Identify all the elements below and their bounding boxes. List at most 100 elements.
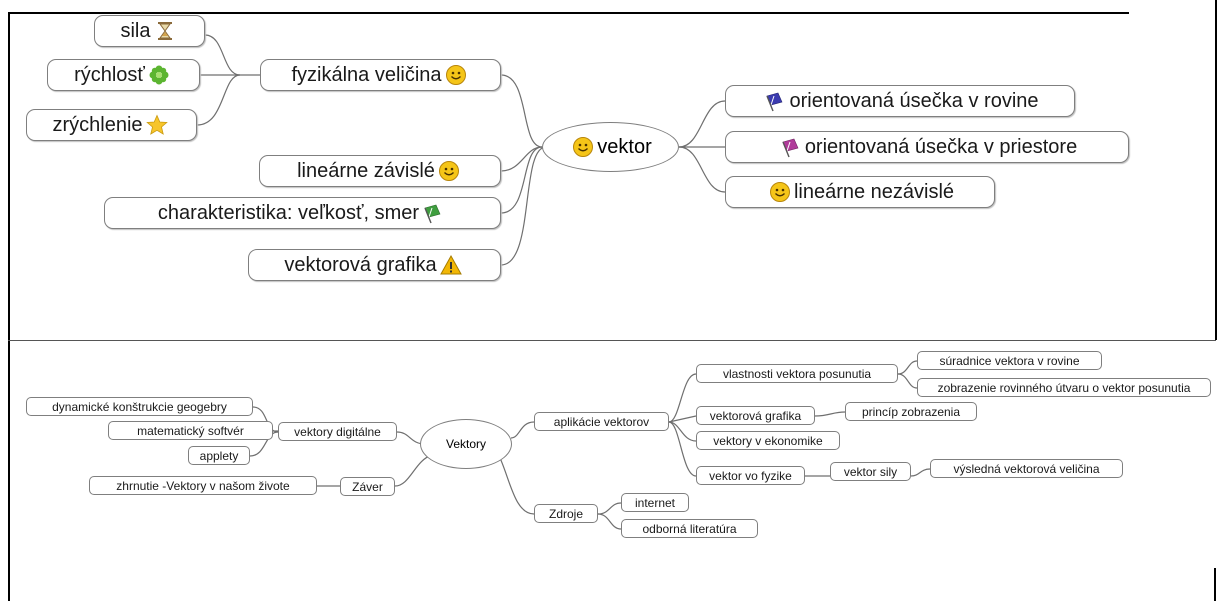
node-label: dynamické konštrukcie geogebry: [52, 399, 227, 414]
link-zd-literatura: [597, 513, 622, 530]
central-topic-label: Vektory: [445, 437, 487, 451]
link-nezavisle: [678, 146, 726, 193]
node-label: odborná literatúra: [642, 521, 737, 536]
node-label: zhrnutie -Vektory v našom živote: [116, 478, 290, 493]
warning-icon: [439, 254, 462, 276]
node-vektorova-grafika-2[interactable]: vektorová grafika: [696, 406, 815, 425]
node-rychlost[interactable]: rýchlosť: [47, 59, 200, 91]
node-label: matematický softvér: [137, 423, 244, 438]
blue-flag-icon: [764, 90, 786, 112]
node-princip-zobrazenia[interactable]: princíp zobrazenia: [845, 402, 977, 421]
node-label: vektor vo fyzike: [709, 468, 792, 483]
link-linearne-zavisle: [500, 146, 543, 172]
node-vlastnosti-vektora-posunutia[interactable]: vlastnosti vektora posunutia: [696, 364, 898, 383]
map-separator: [8, 340, 1216, 341]
node-applety[interactable]: applety: [188, 446, 250, 465]
node-label: lineárne nezávislé: [793, 180, 955, 203]
link-vl-suradnice: [897, 360, 918, 375]
node-suradnice-vektora[interactable]: súradnice vektora v rovine: [917, 351, 1102, 370]
central-topic-vektor[interactable]: vektor: [542, 122, 679, 172]
green-flag-icon: [422, 202, 444, 224]
node-zaver[interactable]: Záver: [340, 477, 395, 496]
node-charakteristika[interactable]: charakteristika: veľkosť, smer: [104, 197, 501, 229]
node-label: vektory digitálne: [294, 424, 381, 439]
node-label: sila: [120, 19, 151, 42]
node-dynamicke-konstrukcie[interactable]: dynamické konštrukcie geogebry: [26, 397, 253, 416]
node-linearne-nezavisle[interactable]: lineárne nezávislé: [725, 176, 995, 208]
star-icon: [145, 114, 168, 136]
node-zrychlenie[interactable]: zrýchlenie: [26, 109, 197, 141]
smiley-icon: [445, 64, 467, 86]
node-label: výsledná vektorová veličina: [953, 461, 1100, 476]
node-vysledna-vektorova-velicina[interactable]: výsledná vektorová veličina: [930, 459, 1123, 478]
node-label: internet: [634, 495, 676, 510]
link-vektorova-grafika: [500, 146, 547, 266]
link-fyzikalna: [500, 74, 543, 148]
node-aplikacie-vektorov[interactable]: aplikácie vektorov: [534, 412, 669, 431]
node-zdroje[interactable]: Zdroje: [534, 504, 598, 523]
hourglass-icon: [154, 20, 176, 42]
node-label: lineárne závislé: [297, 159, 435, 182]
node-vektory-digitalne[interactable]: vektory digitálne: [278, 422, 397, 441]
node-label: princíp zobrazenia: [861, 404, 961, 419]
link-sila: [204, 34, 241, 76]
node-matematicky-softver[interactable]: matematický softvér: [108, 421, 273, 440]
node-label: súradnice vektora v rovine: [939, 353, 1080, 368]
link-ap-grafika: [668, 415, 697, 423]
smiley-icon: [438, 160, 460, 182]
node-vektorova-grafika[interactable]: vektorová grafika: [248, 249, 501, 281]
node-linearne-zavisle[interactable]: lineárne závislé: [259, 155, 501, 187]
central-topic-vektory[interactable]: Vektory: [420, 419, 512, 469]
link-center-zdroje: [499, 457, 535, 515]
smiley-icon: [572, 136, 594, 158]
link-center-aplikacie: [510, 421, 535, 439]
link-zrychlenie: [196, 74, 241, 126]
node-vektor-vo-fyzike[interactable]: vektor vo fyzike: [696, 466, 805, 485]
link-v-rovine: [678, 100, 726, 148]
node-fyzikalna-velicina[interactable]: fyzikálna veličina: [260, 59, 501, 91]
node-zhrnutie[interactable]: zhrnutie -Vektory v našom živote: [89, 476, 317, 495]
node-label: applety: [199, 448, 239, 463]
node-orientovana-usecka-v-priestore[interactable]: orientovaná úsečka v priestore: [725, 131, 1129, 163]
purple-flag-icon: [780, 136, 802, 158]
smiley-icon: [769, 181, 791, 203]
node-label: vektory v ekonomike: [713, 433, 823, 448]
node-vektory-v-ekonomike[interactable]: vektory v ekonomike: [696, 431, 840, 450]
node-label: vektorová grafika: [709, 408, 802, 423]
node-odborna-literatura[interactable]: odborná literatúra: [621, 519, 758, 538]
link-vl-zobrazenie: [897, 373, 918, 389]
link-zaver-center: [394, 454, 433, 487]
central-topic-label: vektor: [597, 135, 652, 158]
node-label: orientovaná úsečka v priestore: [804, 135, 1078, 158]
node-label: Záver: [352, 479, 383, 494]
green-flower-icon: [148, 64, 170, 86]
link-gr-princip: [814, 411, 846, 417]
node-label: Zdroje: [548, 506, 583, 521]
frame-right-border: [1215, 0, 1217, 340]
node-label: aplikácie vektorov: [553, 414, 650, 429]
frame-left-border: [8, 12, 10, 601]
node-label: vlastnosti vektora posunutia: [722, 366, 872, 381]
node-label: orientovaná úsečka v rovine: [789, 89, 1039, 112]
node-orientovana-usecka-v-rovine[interactable]: orientovaná úsečka v rovine: [725, 85, 1075, 117]
frame-top-border: [8, 12, 1129, 14]
link-ap-vlastnosti: [668, 373, 697, 423]
node-internet[interactable]: internet: [621, 493, 689, 512]
node-label: vektor sily: [843, 464, 898, 479]
node-zobrazenie-rovinneho-utvaru[interactable]: zobrazenie rovinného útvaru o vektor pos…: [917, 378, 1211, 397]
node-label: zobrazenie rovinného útvaru o vektor pos…: [937, 380, 1191, 395]
node-label: rýchlosť: [74, 63, 145, 86]
node-sila[interactable]: sila: [94, 15, 205, 47]
frame-right-border-lower: [1214, 568, 1216, 601]
link-zd-internet: [597, 502, 622, 515]
node-label: zrýchlenie: [52, 113, 143, 136]
node-label: vektorová grafika: [284, 253, 437, 276]
link-sily-vysledna: [910, 468, 931, 477]
link-charakteristika: [500, 146, 543, 214]
link-applety: [249, 431, 279, 457]
node-label: charakteristika: veľkosť, smer: [157, 201, 420, 224]
node-label: fyzikálna veličina: [291, 63, 442, 86]
node-vektor-sily[interactable]: vektor sily: [830, 462, 911, 481]
link-ap-fyzike: [668, 421, 697, 477]
